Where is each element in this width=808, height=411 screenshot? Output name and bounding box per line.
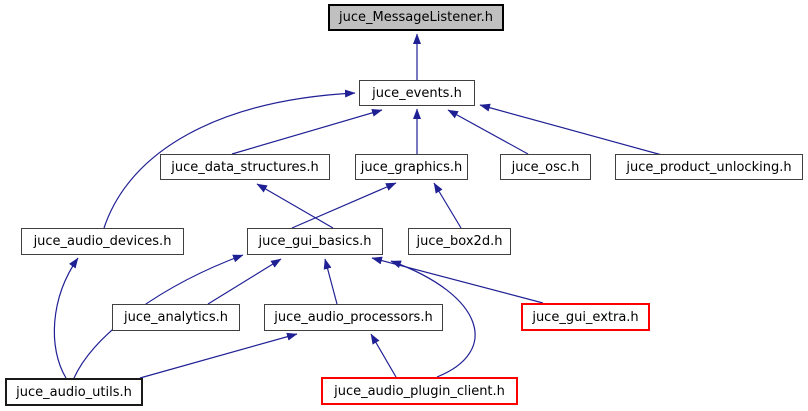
node-juce-events-h[interactable]: juce_events.h	[359, 80, 475, 106]
edge-juce-audio-utils-h-to-juce-audio-devices-h	[53, 257, 79, 379]
node-juce-data-structures-h[interactable]: juce_data_structures.h	[160, 154, 330, 180]
node-label: juce_box2d.h	[416, 234, 503, 249]
node-label: juce_data_structures.h	[171, 159, 319, 175]
edge-juce-audio-devices-h-to-juce-events-h	[103, 89, 356, 229]
edge-juce-osc-h-to-juce-events-h	[447, 109, 529, 155]
node-juce-audio-plugin-client-h[interactable]: juce_audio_plugin_client.h	[321, 377, 518, 405]
node-label: juce_product_unlocking.h	[626, 159, 792, 175]
node-label: juce_MessageListener.h	[339, 10, 493, 25]
node-label: juce_audio_devices.h	[33, 234, 172, 249]
edge-juce-audio-plugin-client-h-to-juce-gui-basics-h	[390, 260, 476, 378]
edge-juce-gui-basics-h-to-juce-data-structures-h	[256, 183, 334, 229]
node-juce-audio-processors-h[interactable]: juce_audio_processors.h	[264, 304, 443, 331]
node-label: juce_audio_plugin_client.h	[334, 383, 505, 399]
node-juce-product-unlocking-h[interactable]: juce_product_unlocking.h	[615, 154, 803, 180]
node-label: juce_gui_basics.h	[258, 234, 372, 249]
node-label: juce_gui_extra.h	[532, 309, 639, 325]
node-label: juce_graphics.h	[360, 159, 463, 175]
edge-juce-gui-extra-h-to-juce-gui-basics-h	[371, 256, 544, 304]
node-juce-gui-basics-h[interactable]: juce_gui_basics.h	[247, 228, 383, 255]
node-juce-audio-devices-h[interactable]: juce_audio_devices.h	[21, 228, 184, 255]
node-label: juce_osc.h	[511, 159, 580, 175]
node-label: juce_audio_utils.h	[16, 384, 132, 400]
node-juce-osc-h[interactable]: juce_osc.h	[500, 154, 591, 180]
node-juce-messagelistener-h: juce_MessageListener.h	[328, 4, 504, 31]
edge-juce-gui-basics-h-to-juce-graphics-h	[291, 182, 397, 229]
edge-juce-analytics-h-to-juce-gui-basics-h	[207, 258, 282, 305]
edge-juce-product-unlocking-h-to-juce-events-h	[479, 103, 663, 156]
edge-juce-data-structures-h-to-juce-events-h	[231, 108, 383, 155]
node-label: juce_events.h	[372, 85, 462, 101]
edge-juce-audio-utils-h-to-juce-audio-processors-h	[139, 332, 298, 379]
node-label: juce_audio_processors.h	[274, 310, 433, 325]
node-juce-audio-utils-h[interactable]: juce_audio_utils.h	[5, 378, 143, 406]
edge-juce-audio-plugin-client-h-to-juce-audio-processors-h	[370, 333, 397, 378]
node-juce-box2d-h[interactable]: juce_box2d.h	[408, 228, 511, 255]
node-label: juce_analytics.h	[124, 310, 228, 325]
edge-juce-audio-processors-h-to-juce-gui-basics-h	[323, 258, 338, 305]
node-juce-graphics-h[interactable]: juce_graphics.h	[355, 154, 468, 180]
node-juce-analytics-h[interactable]: juce_analytics.h	[112, 304, 240, 331]
node-juce-gui-extra-h[interactable]: juce_gui_extra.h	[521, 303, 650, 331]
edge-juce-box2d-h-to-juce-graphics-h	[433, 182, 462, 229]
